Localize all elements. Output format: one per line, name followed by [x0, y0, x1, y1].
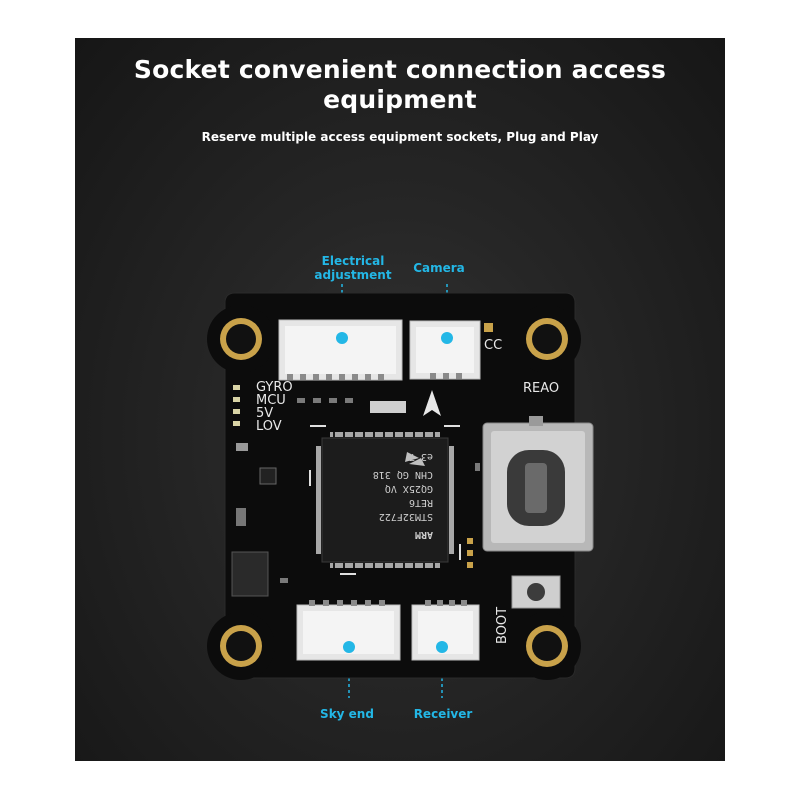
callout-electrical-line1: Electrical: [321, 254, 385, 268]
page-title-line1: Socket convenient connection access: [133, 55, 667, 84]
flight-controller-illustration: ARM STM32F722 RET6 GQ25X VQ CHN GQ 318 e…: [207, 284, 594, 698]
chip-marking-line2: STM32F722: [379, 511, 433, 522]
chip-marking-line4: GQ25X VQ: [385, 483, 433, 494]
status-leds: [233, 385, 240, 426]
label-lov: LOV: [256, 419, 282, 434]
page-title-line2: equipment: [323, 85, 477, 114]
usb-c-port: [482, 416, 594, 552]
label-cc: CC: [484, 338, 502, 353]
mounting-hole-bottom-right: [526, 625, 568, 667]
st-logo-icon: [405, 452, 425, 466]
chip-marking-line5: CHN GQ 318: [373, 469, 433, 480]
small-components: [231, 323, 493, 597]
label-gyro: GYRO: [256, 380, 293, 395]
mounting-hole-top-right: [526, 318, 568, 360]
page-subtitle: Reserve multiple access equipment socket…: [201, 130, 599, 144]
arrow-icon: [423, 390, 441, 416]
label-5v: 5V: [256, 406, 273, 421]
chip-marking-line1: ARM: [415, 529, 433, 540]
chip-marking-line6: e3 7: [409, 451, 433, 462]
mounting-hole-bottom-left: [220, 625, 262, 667]
mcu-chip: ARM STM32F722 RET6 GQ25X VQ CHN GQ 318 e…: [309, 425, 461, 575]
mounting-hole-top-left: [220, 318, 262, 360]
callout-camera: Camera: [413, 261, 465, 275]
mounting-holes: [220, 318, 568, 667]
label-boot: BOOT: [495, 607, 510, 644]
callout-receiver: Receiver: [413, 707, 473, 721]
connector-camera: [409, 320, 481, 380]
label-mcu: MCU: [256, 393, 286, 408]
callout-electrical-adjustment: Electrical adjustment: [308, 254, 398, 282]
chip-marking-line3: RET6: [409, 497, 433, 508]
callout-sky-end: Sky end: [320, 707, 374, 721]
label-reao: REAO: [523, 381, 559, 396]
callout-dots: [336, 332, 453, 653]
product-panel: Socket convenient connection access equi…: [75, 38, 725, 761]
boot-button: [511, 575, 561, 609]
callout-electrical-line2: adjustment: [314, 268, 392, 282]
connector-electrical: [278, 319, 403, 381]
